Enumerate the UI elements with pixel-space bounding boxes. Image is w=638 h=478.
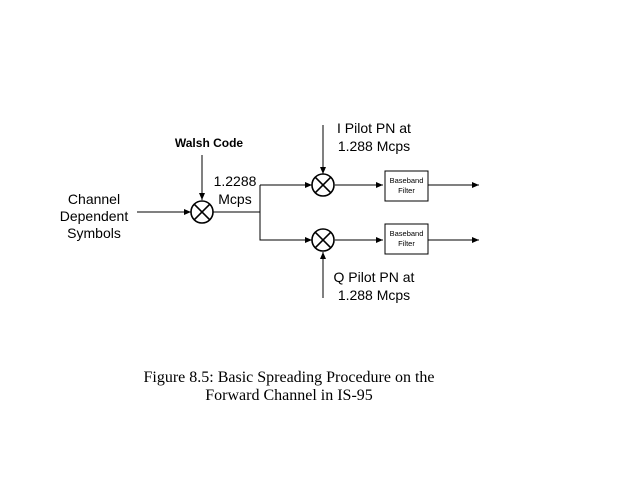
chip-rate-label: 1.2288 Mcps (214, 173, 257, 207)
input-label-line3: Symbols (67, 225, 121, 241)
caption-line1: Figure 8.5: Basic Spreading Procedure on… (143, 369, 434, 386)
bottom-filter-label-line2: Filter (398, 239, 415, 248)
bottom-branch-wire (259, 212, 312, 243)
chip-rate-unit: Mcps (218, 191, 251, 207)
input-label-line2: Dependent (60, 208, 129, 224)
i-pilot-label: I Pilot PN at 1.288 Mcps (337, 120, 411, 154)
q-pilot-mixer (311, 228, 335, 252)
input-label: Channel Dependent Symbols (60, 191, 129, 241)
bottom-baseband-filter: Baseband Filter (384, 223, 429, 255)
top-baseband-filter: Baseband Filter (384, 170, 429, 202)
walsh-mixer (190, 200, 214, 224)
q-pilot-label: Q Pilot PN at 1.288 Mcps (334, 269, 415, 303)
top-filter-label-line2: Filter (398, 186, 415, 195)
i-pilot-mixer (311, 173, 335, 197)
walsh-code-label: Walsh Code (175, 136, 244, 150)
bottom-filter-label-line1: Baseband (390, 229, 424, 238)
chip-rate-value: 1.2288 (214, 173, 257, 189)
i-pilot-label-line2: 1.288 Mcps (338, 138, 410, 154)
caption-line2: Forward Channel in IS-95 (205, 387, 373, 404)
i-pilot-label-line1: I Pilot PN at (337, 120, 411, 136)
input-label-line1: Channel (68, 191, 120, 207)
figure-caption: Figure 8.5: Basic Spreading Procedure on… (143, 369, 434, 404)
q-pilot-label-line1: Q Pilot PN at (334, 269, 415, 285)
q-pilot-label-line2: 1.288 Mcps (338, 287, 410, 303)
top-filter-label-line1: Baseband (390, 176, 424, 185)
